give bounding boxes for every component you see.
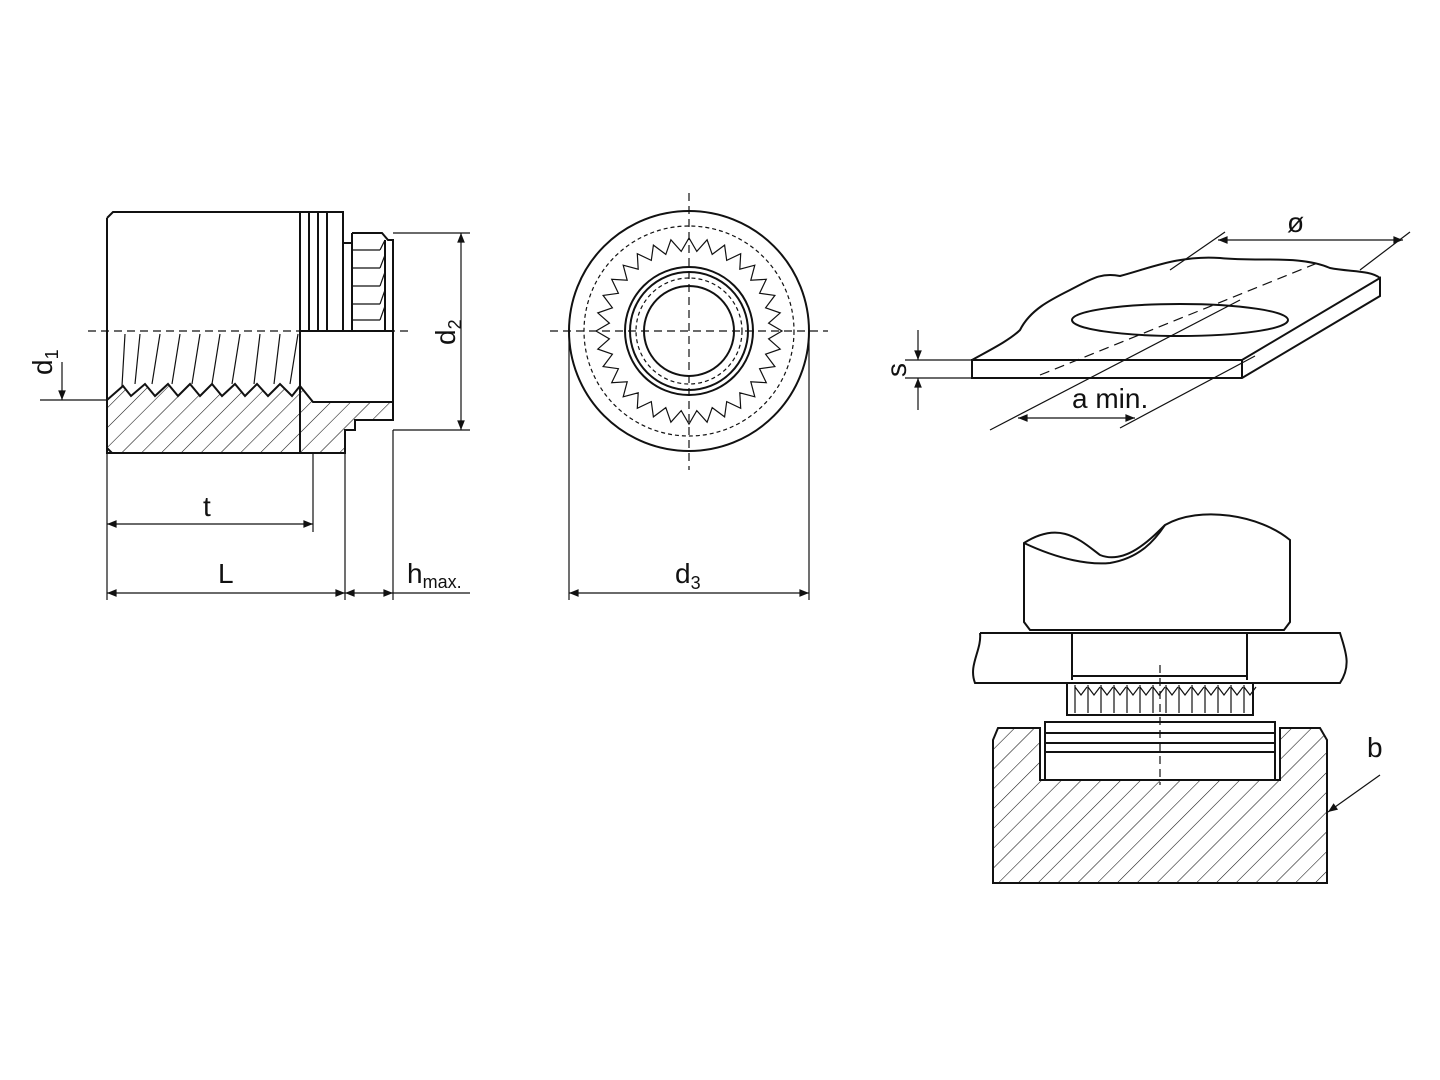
side-view: d1 d2 t L hmax. xyxy=(27,211,470,600)
front-view: d3 xyxy=(550,193,828,600)
d1-label: d1 xyxy=(27,349,62,375)
d2-label: d2 xyxy=(430,319,465,345)
knurl-teeth xyxy=(1074,685,1257,713)
sheet-view: a min. ø s xyxy=(881,207,1411,431)
L-label: L xyxy=(218,558,234,589)
assembly-view: b xyxy=(972,513,1383,884)
hmax-label: hmax. xyxy=(407,558,462,592)
s-label: s xyxy=(881,363,912,377)
d3-label: d3 xyxy=(675,558,701,593)
t-label: t xyxy=(203,491,211,522)
b-label: b xyxy=(1367,732,1383,763)
a-min-label: a min. xyxy=(1072,383,1148,414)
diameter-label: ø xyxy=(1287,207,1304,238)
